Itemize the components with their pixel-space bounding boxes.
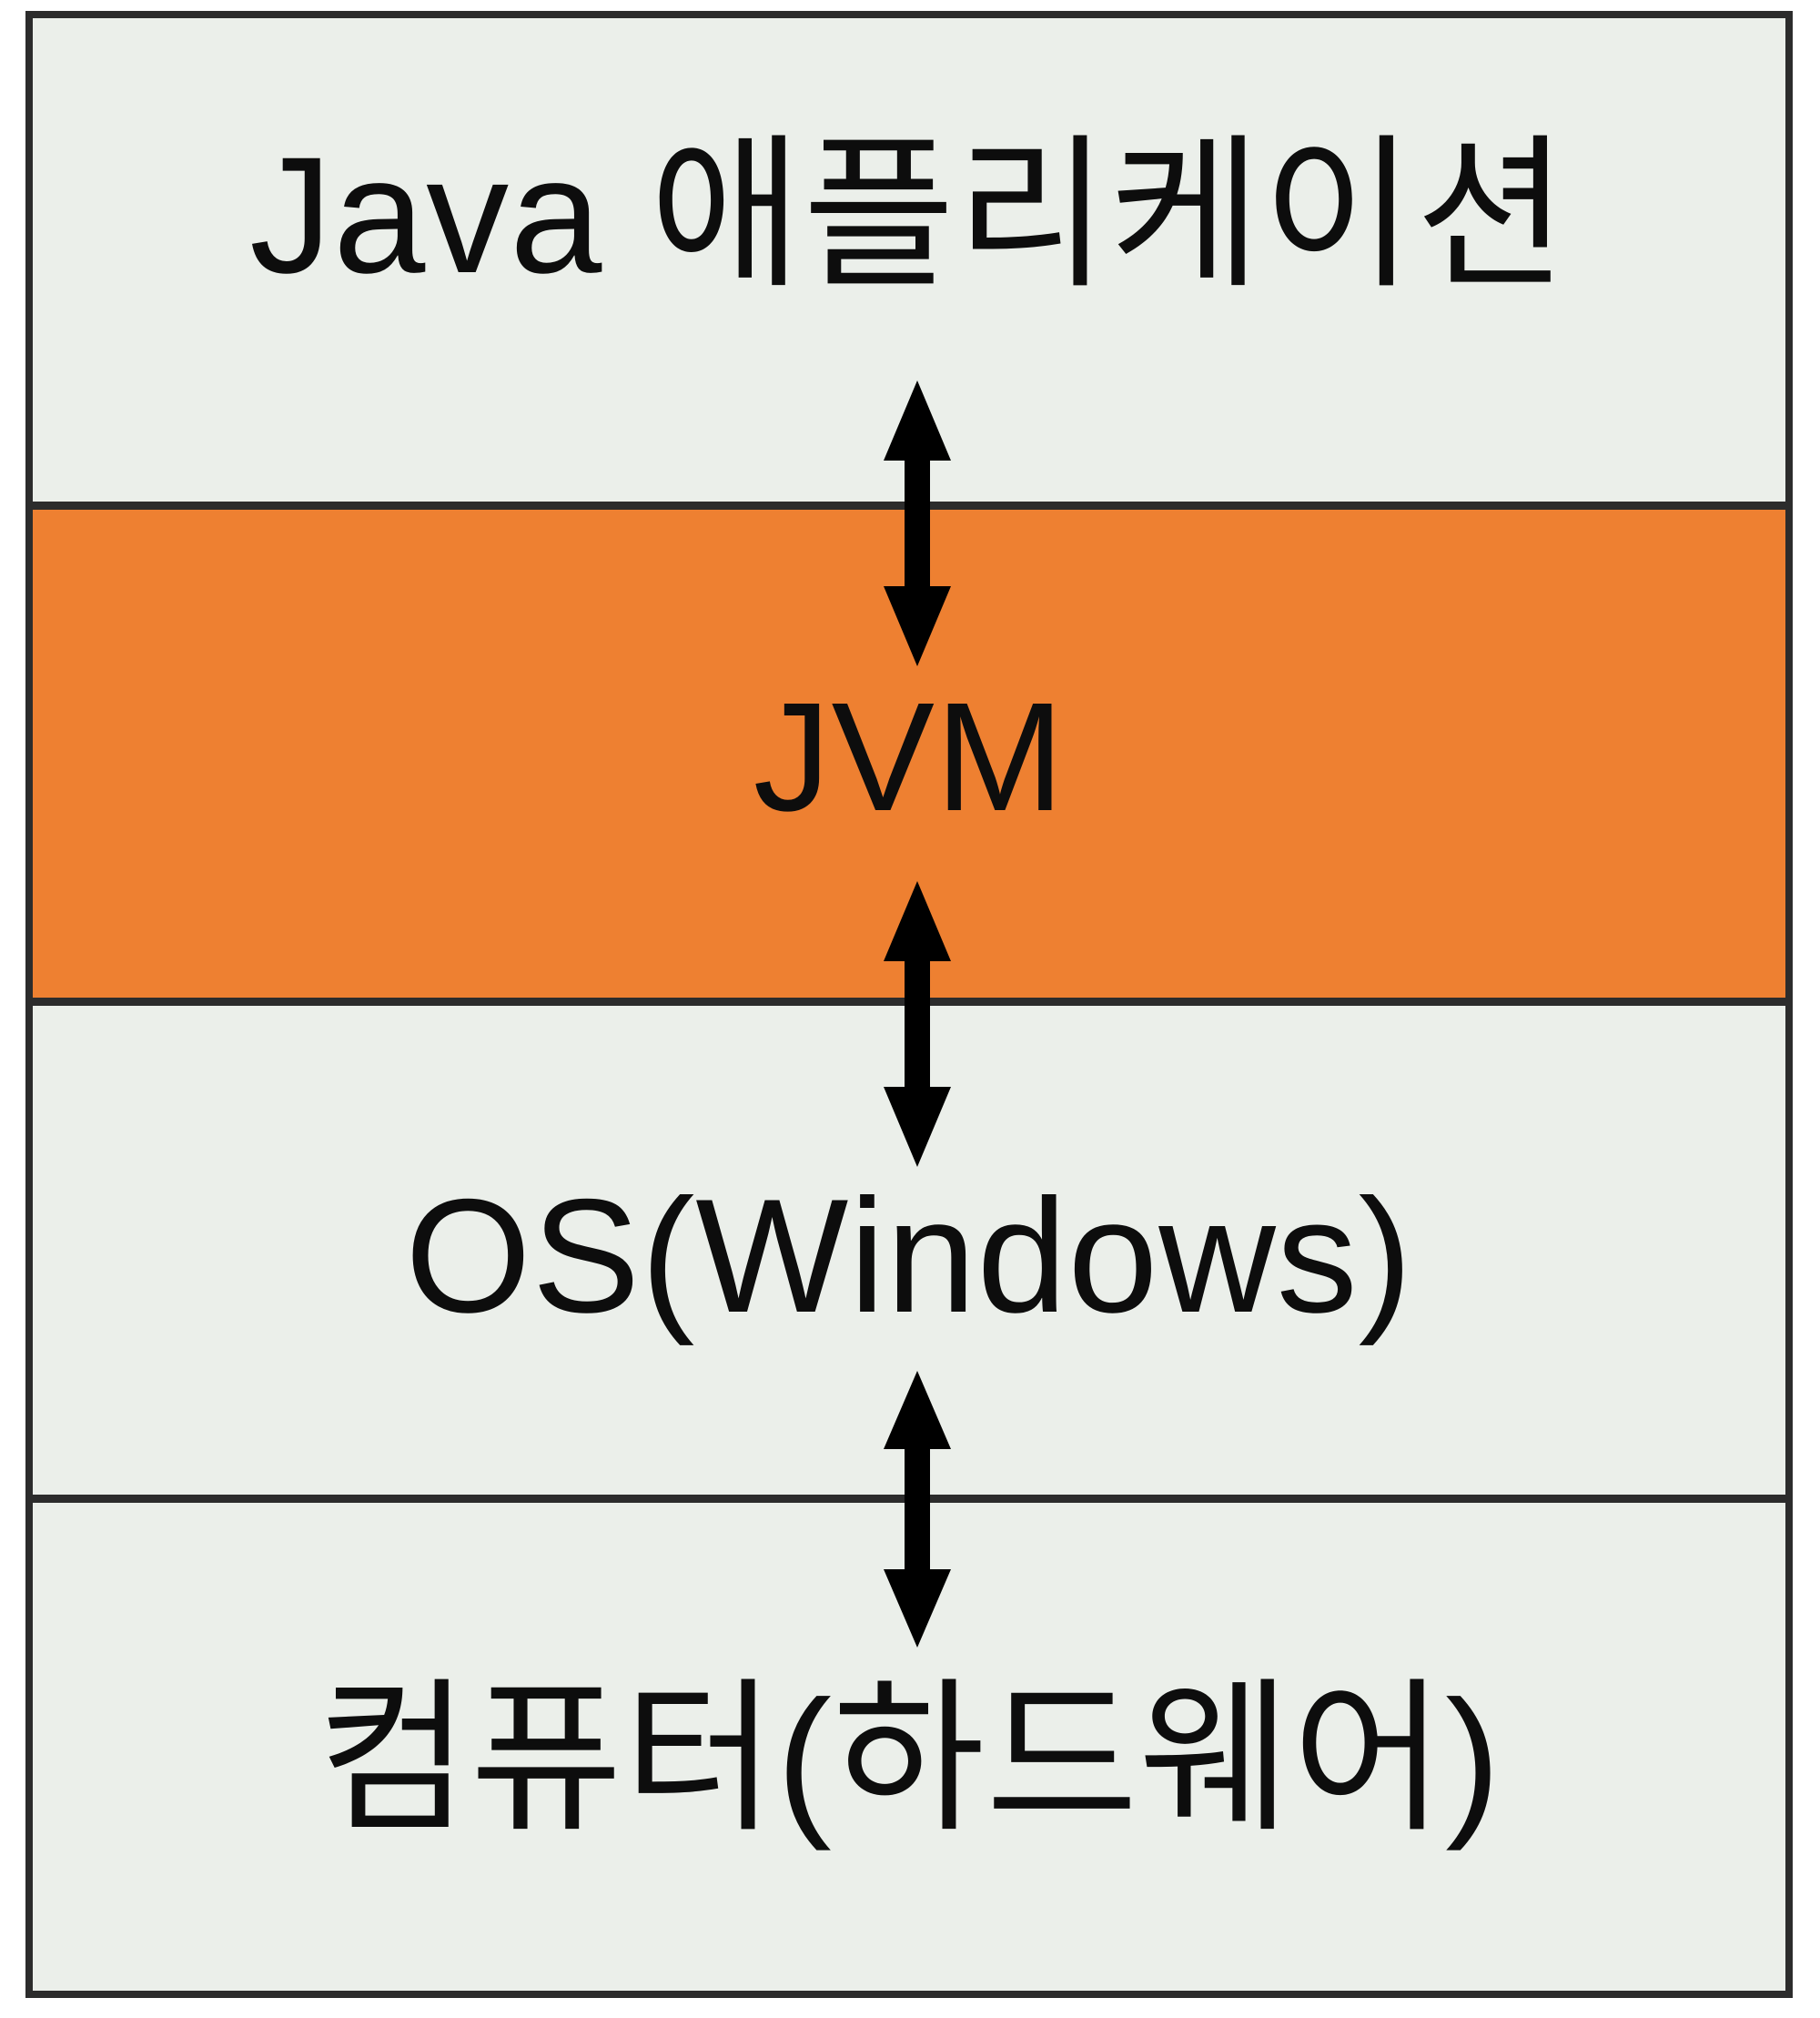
double-arrow-icon: [884, 1371, 951, 1648]
layer-operating-system-label: OS(Windows): [405, 1165, 1413, 1347]
double-arrow-jvm-os-icon: [866, 877, 968, 1171]
double-arrow-os-hardware-icon: [866, 1367, 968, 1651]
layer-hardware-label: 컴퓨터(하드웨어): [317, 1665, 1502, 1851]
double-arrow-application-jvm-icon: [866, 377, 968, 670]
double-arrow-icon: [884, 881, 951, 1167]
layer-java-application-label: Java 애플리케이션: [249, 122, 1569, 308]
double-arrow-icon: [884, 380, 951, 666]
layer-jvm: JVM: [33, 510, 1785, 1006]
jvm-stack-diagram: Java 애플리케이션 JVM OS(Windows) 컴퓨터(하드웨어): [25, 11, 1793, 1998]
layer-jvm-label: JVM: [753, 671, 1066, 845]
